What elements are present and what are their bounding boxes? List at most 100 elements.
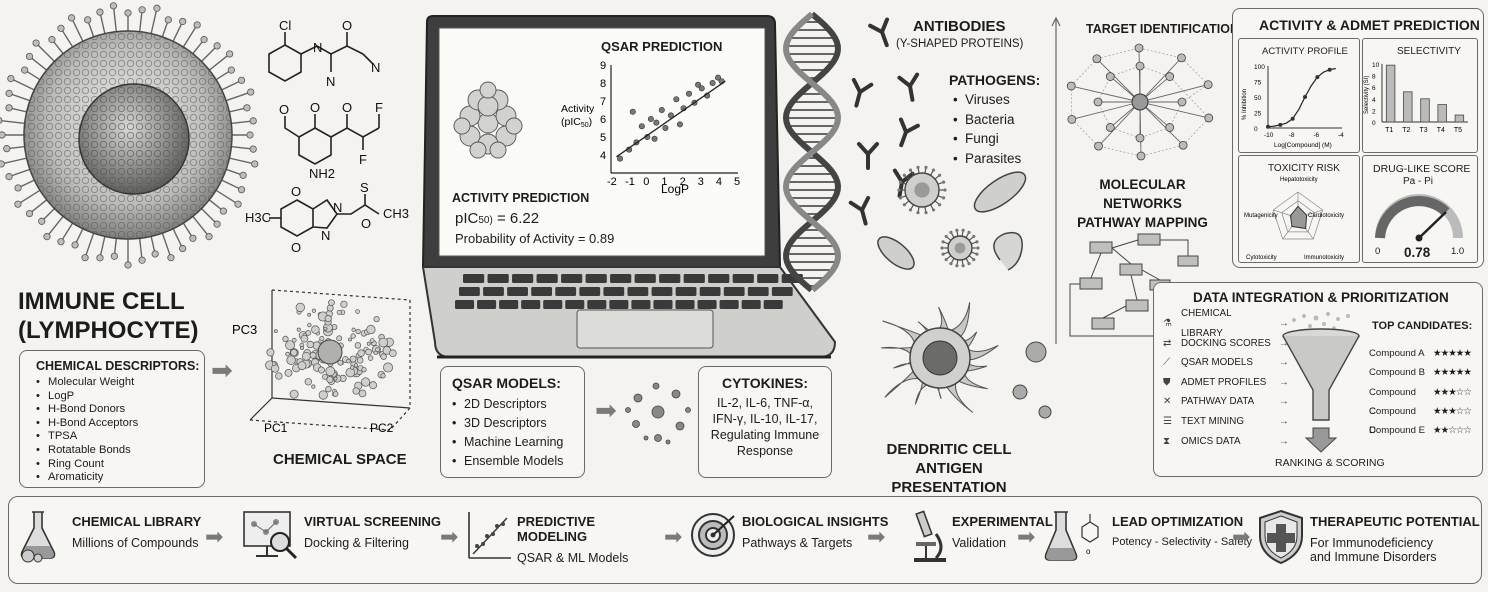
pathogen-item: Viruses: [953, 90, 1021, 110]
descriptor-item: Ring Count: [36, 458, 138, 472]
pathogen-item: Fungi: [953, 129, 1021, 149]
qsar-ylabel-units: (pIC50): [561, 116, 592, 129]
selectivity-category: T3: [1419, 127, 1427, 134]
atom-label: Cl: [279, 18, 291, 33]
gauge-max-label: 1.0: [1451, 246, 1465, 257]
molecular-networks-caption: MOLECULAR NETWORKS: [1099, 177, 1186, 211]
descriptor-item: TPSA: [36, 430, 138, 444]
qsar-xlabel: LogP: [661, 182, 689, 196]
admet-title: ACTIVITY & ADMET PREDICTION: [1259, 17, 1480, 33]
data-source-label: QSAR MODELS: [1181, 357, 1253, 369]
activity-prediction-title: ACTIVITY PREDICTION: [452, 191, 590, 205]
candidate-name: Compound B: [1369, 367, 1425, 379]
selectivity-ylabel: Selectivity (SI): [1364, 76, 1370, 114]
candidate-rating: ★★☆☆☆: [1433, 425, 1472, 437]
atom-label: NH2: [309, 166, 335, 181]
data-source-label: DOCKING SCORES: [1181, 337, 1271, 349]
atom-label: O: [342, 18, 352, 33]
flask-icon: [18, 508, 58, 567]
druglike-box: [1362, 155, 1478, 263]
atom-label: O: [342, 100, 352, 115]
cytokine-particles-icon: [625, 382, 691, 445]
immune-cell-title: IMMUNE CELL: [18, 288, 185, 315]
qsar-xtick: 5: [734, 176, 740, 188]
candidate-name: Compound D: [1369, 405, 1416, 437]
axis-label-pc2: PC2: [370, 421, 394, 435]
candidate-row: Compound C★★★☆☆: [1369, 383, 1472, 417]
selectivity-category: T4: [1437, 127, 1445, 134]
arrow-right-icon: →: [1279, 376, 1289, 388]
qsar-point: [709, 79, 716, 86]
toxicity-axis-label: Hepatotoxicity: [1280, 177, 1318, 183]
pathogens-title: PATHOGENS:: [949, 72, 1041, 88]
candidate-row: Compound E★★☆☆☆: [1369, 421, 1472, 440]
qsar-point: [715, 74, 722, 81]
arrow-right-icon: →: [1279, 396, 1289, 408]
cytokines-title: CYTOKINES:: [721, 375, 809, 391]
pipeline-step-title: EXPERIMENTAL: [952, 514, 1053, 529]
qsar-point: [651, 135, 658, 142]
activity-xtick: -8: [1289, 132, 1295, 139]
druglike-gauge: [1375, 194, 1463, 242]
pathogens-list: VirusesBacteriaFungiParasites: [953, 90, 1021, 168]
activity-ylabel: % Inhibition: [1242, 89, 1248, 120]
descriptor-item: LogP: [36, 390, 138, 404]
qsar-point: [658, 106, 665, 113]
selectivity-ytick: 8: [1372, 74, 1376, 81]
descriptor-item: H-Bond Acceptors: [36, 417, 138, 431]
selectivity-bar: [1420, 98, 1430, 123]
selectivity-ytick: 2: [1372, 108, 1376, 115]
arrow-right-icon: ➡: [1232, 524, 1251, 549]
qsar-ytick: 9: [600, 60, 606, 72]
atom-label: N: [371, 60, 380, 75]
activity-point: [1266, 124, 1270, 129]
candidate-rating: ★★★☆☆: [1433, 405, 1472, 417]
antibody-icons: [848, 17, 920, 226]
selectivity-bar: [1385, 64, 1396, 123]
selectivity-bar: [1454, 114, 1465, 123]
chemical-space-title: CHEMICAL SPACE: [273, 451, 407, 468]
lymphocyte-illustration: [0, 2, 259, 269]
data-sources-list: ⚗CHEMICAL LIBRARY→⇄ DOCKING SCORES → ⟋ QSAR …: [1163, 308, 1289, 451]
dna-helix-illustration: [782, 11, 842, 293]
qsar-point: [698, 85, 705, 92]
data-source-row: ⚗CHEMICAL LIBRARY→: [1163, 308, 1289, 339]
descriptors-title: CHEMICAL DESCRIPTORS:: [36, 359, 200, 373]
qsar-point: [653, 119, 660, 126]
qsar-ylabel: Activity: [561, 103, 595, 115]
atom-label: N: [333, 200, 342, 215]
chart-icon: ⟋: [1163, 357, 1170, 369]
atom-label: O: [291, 184, 301, 199]
arrow-right-icon: ➡: [440, 524, 459, 549]
arrow-right-icon: ➡: [1017, 524, 1036, 549]
activity-ytick: 100: [1254, 64, 1265, 71]
data-source-row: ☰TEXT MINING→: [1163, 412, 1289, 432]
candidate-rating: ★★★★★: [1433, 348, 1472, 359]
cytokines-line: Regulating Immune: [710, 428, 820, 442]
microscope-icon: [906, 508, 952, 569]
arrow-right-icon: →: [1279, 415, 1289, 427]
activity-curve: [1267, 67, 1336, 128]
shield-cross-icon: [1256, 508, 1306, 571]
toxicity-axis-label: Immunotoxicity: [1304, 255, 1344, 261]
atom-label: F: [359, 152, 367, 167]
selectivity-category: T2: [1402, 127, 1410, 134]
data-source-row: ⇄DOCKING SCORES→: [1163, 334, 1289, 354]
arrow-right-icon: ➡: [867, 524, 886, 549]
pipeline-step-title: THERAPEUTIC POTENTIAL: [1310, 514, 1480, 529]
pathogen-item: Parasites: [953, 149, 1021, 169]
funnel-icon: [1282, 312, 1360, 453]
atom-label: N: [321, 228, 330, 243]
document-icon: ☰: [1163, 415, 1172, 427]
docking-icon: ⇄: [1163, 337, 1172, 349]
pipeline-step-title: LEAD OPTIMIZATION: [1112, 514, 1244, 529]
toxicity-polygon: [1290, 205, 1308, 230]
qsar-point: [673, 96, 680, 103]
svg-text:o: o: [1086, 547, 1091, 556]
cytokines-line: IL-2, IL-6, TNF-α,: [717, 396, 813, 410]
qsar-xtick: 0: [643, 176, 649, 188]
